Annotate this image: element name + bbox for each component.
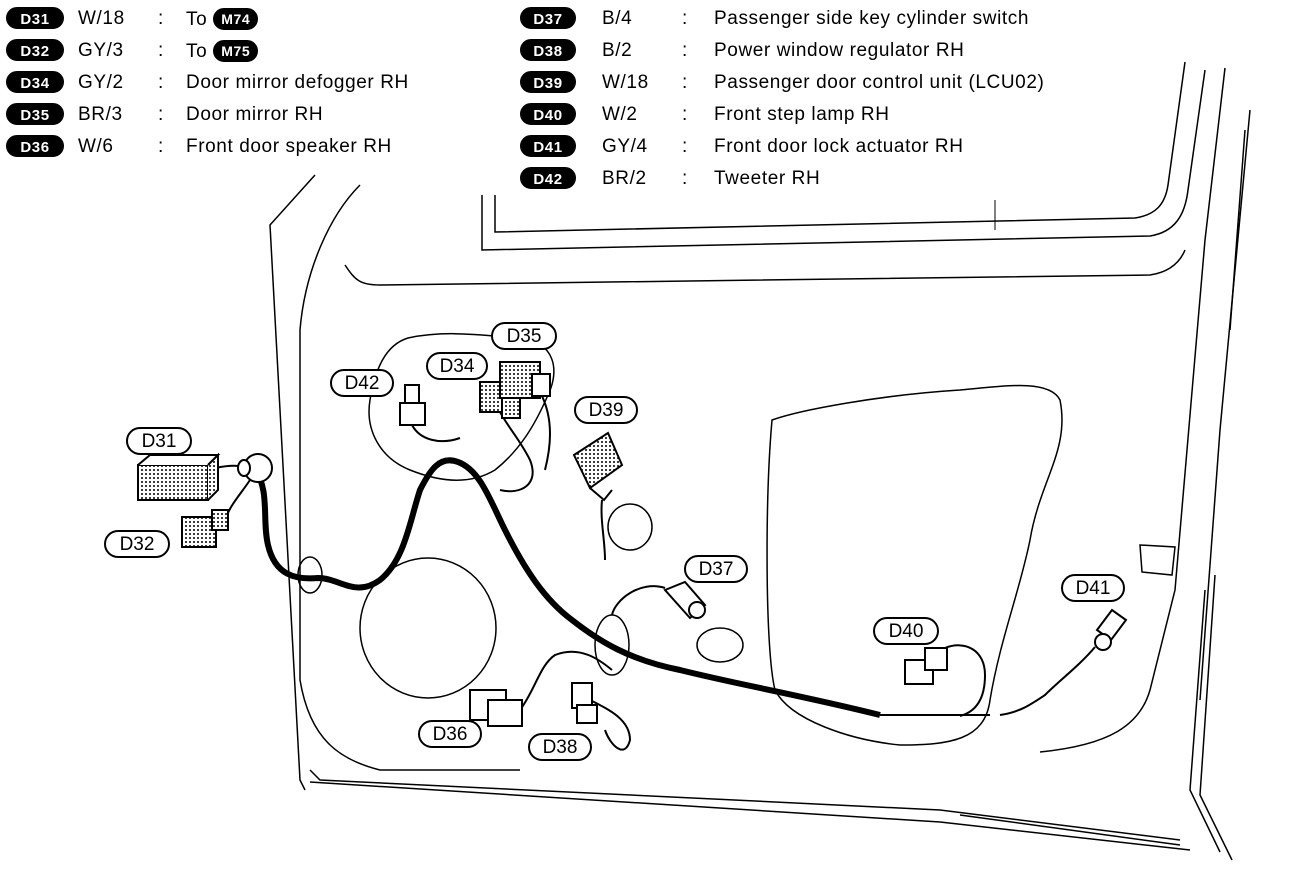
legend-row-d40: D40 W/2: Front step lamp RH <box>520 102 1140 130</box>
door-outline <box>269 61 1251 861</box>
legend-description: Passenger door control unit (LCU02) <box>714 72 1044 94</box>
connector-d31 <box>137 452 273 501</box>
legend-row-d36: D36 W/6: Front door speaker RH <box>6 134 626 162</box>
legend-separator: : <box>682 136 688 157</box>
connector-d42 <box>399 384 426 426</box>
legend-connector-code: D42 <box>520 167 576 189</box>
callout-d41: D41 <box>1061 574 1125 602</box>
legend-separator: : <box>158 136 164 157</box>
legend-wire-spec: GY/4 <box>602 136 648 157</box>
legend-separator: : <box>682 40 688 61</box>
legend-wire-spec: B/2 <box>602 40 633 61</box>
legend-row-d38: D38 B/2: Power window regulator RH <box>520 38 1140 66</box>
legend-separator: : <box>158 40 164 61</box>
connector-d39 <box>572 431 624 502</box>
legend-separator: : <box>682 8 688 29</box>
legend-connector-code: D38 <box>520 39 576 61</box>
legend-connector-code: D31 <box>6 7 64 29</box>
legend-wire-spec: W/18 <box>602 72 649 93</box>
legend-description: Door mirror RH <box>186 104 323 126</box>
legend-wire-spec: BR/3 <box>78 104 123 125</box>
connector-d35 <box>499 361 551 399</box>
callout-d31: D31 <box>126 427 192 455</box>
legend-description-text: Front door speaker RH <box>186 136 392 157</box>
legend-row-d41: D41 GY/4: Front door lock actuator RH <box>520 134 1140 162</box>
legend-description: Passenger side key cylinder switch <box>714 8 1029 30</box>
legend-separator: : <box>682 72 688 93</box>
legend-row-d35: D35 BR/3: Door mirror RH <box>6 102 626 130</box>
legend-reference-connector: M75 <box>213 40 259 62</box>
legend-description-text: Passenger side key cylinder switch <box>714 8 1030 29</box>
legend-connector-code: D35 <box>6 103 64 125</box>
connector-d38 <box>571 682 598 724</box>
callout-d32: D32 <box>104 530 170 558</box>
connector-d32 <box>181 509 229 548</box>
legend-connector-code: D34 <box>6 71 64 93</box>
callout-d42: D42 <box>330 369 394 397</box>
legend-description: Tweeter RH <box>714 168 820 190</box>
legend-separator: : <box>682 168 688 189</box>
legend-separator: : <box>158 72 164 93</box>
callout-d34: D34 <box>426 352 488 380</box>
connector-d41 <box>1094 608 1128 651</box>
legend-separator: : <box>682 104 688 125</box>
legend-description-text: Door mirror defogger RH <box>186 72 409 93</box>
legend-description: Front door speaker RH <box>186 136 392 158</box>
legend-connector-code: D37 <box>520 7 576 29</box>
legend-connector-code: D40 <box>520 103 576 125</box>
connector-d36 <box>469 689 523 727</box>
legend-description: Front door lock actuator RH <box>714 136 964 158</box>
branch-wires <box>214 391 1096 751</box>
legend-wire-spec: GY/2 <box>78 72 124 93</box>
legend-wire-spec: W/18 <box>78 8 125 29</box>
legend-connector-code: D32 <box>6 39 64 61</box>
connector-d37 <box>663 580 707 620</box>
legend-wire-spec: BR/2 <box>602 168 647 189</box>
legend-wire-spec: GY/3 <box>78 40 124 61</box>
legend-separator: : <box>158 8 164 29</box>
legend-wire-spec: W/6 <box>78 136 114 157</box>
legend-description-text: Door mirror RH <box>186 104 324 125</box>
connector-d40 <box>904 647 948 685</box>
legend-row-d34: D34 GY/2: Door mirror defogger RH <box>6 70 626 98</box>
callout-d37: D37 <box>684 555 748 583</box>
legend-row-d42: D42 BR/2: Tweeter RH <box>520 166 1140 194</box>
callout-d35: D35 <box>491 322 557 350</box>
legend-description-text: Power window regulator RH <box>714 40 965 61</box>
legend-row-d37: D37 B/4: Passenger side key cylinder switc… <box>520 6 1140 34</box>
legend-separator: : <box>158 104 164 125</box>
legend-description: Door mirror defogger RH <box>186 72 409 94</box>
callout-d36: D36 <box>418 720 482 748</box>
legend-description-text: To <box>186 9 208 30</box>
legend-connector-code: D41 <box>520 135 576 157</box>
legend-description-text: Tweeter RH <box>714 168 821 189</box>
legend-row-d39: D39 W/18: Passenger door control unit (LCU… <box>520 70 1140 98</box>
legend-description: Front step lamp RH <box>714 104 890 126</box>
legend-wire-spec: B/4 <box>602 8 633 29</box>
main-harness <box>252 457 990 718</box>
legend-description-text: To <box>186 41 208 62</box>
callout-d38: D38 <box>528 733 592 761</box>
legend-description-text: Front door lock actuator RH <box>714 136 964 157</box>
callout-d39: D39 <box>574 396 638 424</box>
legend-description-text: Passenger door control unit (LCU02) <box>714 72 1045 93</box>
legend-connector-code: D39 <box>520 71 576 93</box>
legend-description-text: Front step lamp RH <box>714 104 890 125</box>
legend-reference-connector: M74 <box>213 8 259 30</box>
legend-connector-code: D36 <box>6 135 64 157</box>
legend-description: Power window regulator RH <box>714 40 965 62</box>
callout-d40: D40 <box>873 617 939 645</box>
legend-wire-spec: W/2 <box>602 104 638 125</box>
